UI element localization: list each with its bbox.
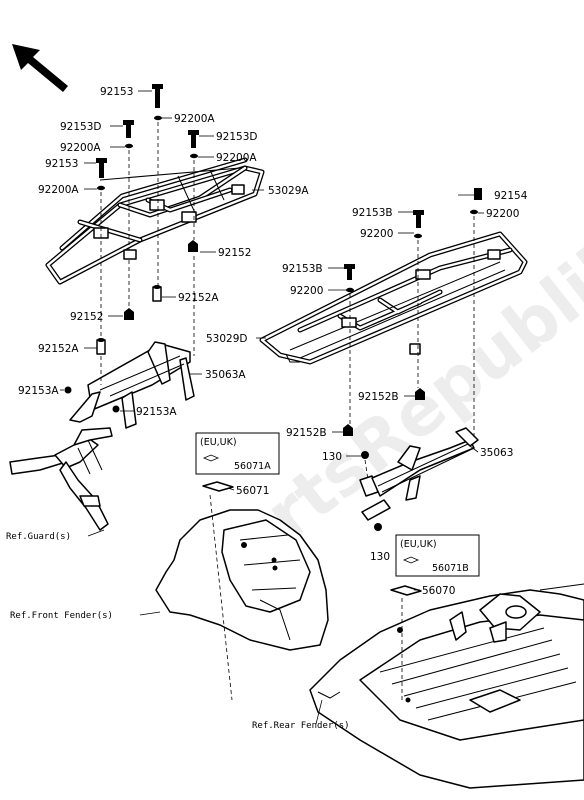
collar-92152B-2 bbox=[343, 424, 353, 436]
part-label-92152-left: 92152 bbox=[70, 311, 103, 323]
part-label-92152B-2: 92152B bbox=[286, 427, 327, 439]
bolt-92153B-1 bbox=[413, 210, 424, 228]
washer-92200A-2 bbox=[125, 143, 133, 149]
collar-92152B-1 bbox=[415, 388, 425, 400]
front-fender bbox=[155, 509, 329, 651]
part-label-92200A-3: 92200A bbox=[216, 152, 257, 164]
box-left-region: (EU,UK) bbox=[200, 437, 237, 448]
part-label-92200A-1: 92200A bbox=[174, 113, 215, 125]
washer-92200A-1 bbox=[154, 115, 162, 121]
arrow-front-left-icon bbox=[12, 44, 68, 92]
part-label-35063A: 35063A bbox=[205, 369, 246, 381]
bolt-92153D-right bbox=[188, 130, 199, 148]
part-label-53029D: 53029D bbox=[206, 333, 248, 345]
part-label-92200-r3: 92200 bbox=[290, 285, 323, 297]
guard-left bbox=[9, 427, 113, 531]
washer-92200-r3 bbox=[346, 287, 354, 293]
box-right-region: (EU,UK) bbox=[400, 539, 437, 550]
label-56070 bbox=[390, 585, 422, 596]
part-label-92153A-right: 92153A bbox=[136, 406, 177, 418]
part-label-92153-top: 92153 bbox=[100, 86, 133, 98]
ref-rear-fender: Ref.Rear Fender(s) bbox=[252, 721, 350, 731]
bracket-35063A bbox=[69, 341, 195, 429]
part-label-92153-mid: 92153 bbox=[45, 158, 78, 170]
label-tag-icon bbox=[402, 556, 420, 564]
bolt-92153-top bbox=[152, 84, 163, 108]
part-label-92200-r1: 92200 bbox=[486, 208, 519, 220]
part-label-92152A-right: 92152A bbox=[178, 292, 219, 304]
part-label-130-2: 130 bbox=[370, 551, 390, 563]
part-label-53029A: 53029A bbox=[268, 185, 309, 197]
rear-fender bbox=[309, 583, 584, 789]
collar-92152-right bbox=[188, 240, 198, 252]
bolt-92153-mid bbox=[96, 158, 107, 178]
variant-box-right: (EU,UK) 56071B bbox=[395, 534, 480, 577]
washer-92200A-4 bbox=[97, 185, 105, 191]
bolt-130-2 bbox=[374, 523, 382, 531]
part-label-92153B-2: 92153B bbox=[282, 263, 323, 275]
variant-box-left: (EU,UK) 56071A bbox=[195, 432, 280, 475]
part-label-92152B-1: 92152B bbox=[358, 391, 399, 403]
part-label-92154: 92154 bbox=[494, 190, 528, 202]
part-label-92200A-2: 92200A bbox=[60, 142, 101, 154]
dashed-alignment-lines bbox=[100, 122, 475, 701]
bolt-92153A-left bbox=[64, 386, 72, 394]
part-label-92153A-left: 92153A bbox=[18, 385, 59, 397]
part-label-56070: 56070 bbox=[422, 585, 455, 597]
bolt-92154 bbox=[474, 188, 482, 200]
bolt-92153D-left bbox=[123, 120, 134, 138]
box-left-part: 56071A bbox=[234, 461, 271, 472]
part-label-92153D-right: 92153D bbox=[216, 131, 258, 143]
rear-carrier-53029D bbox=[259, 231, 528, 365]
washer-92200A-3 bbox=[190, 153, 198, 159]
part-label-92152-right: 92152 bbox=[218, 247, 251, 259]
ref-front-fender: Ref.Front Fender(s) bbox=[10, 611, 113, 621]
collar-92152A-left bbox=[96, 338, 106, 355]
bracket-35063 bbox=[359, 427, 479, 521]
ref-guards: Ref.Guard(s) bbox=[6, 532, 71, 542]
bolt-92153B-2 bbox=[344, 264, 355, 280]
part-label-92153B-1: 92153B bbox=[352, 207, 393, 219]
leader-lines bbox=[60, 90, 484, 725]
part-label-130-1: 130 bbox=[322, 451, 342, 463]
bolt-130-1 bbox=[361, 451, 369, 459]
part-label-92200A-4: 92200A bbox=[38, 184, 79, 196]
part-label-35063: 35063 bbox=[480, 447, 513, 459]
washer-92200-r2 bbox=[414, 233, 422, 239]
part-label-92200-r2: 92200 bbox=[360, 228, 393, 240]
front-carrier-53029A bbox=[45, 157, 265, 285]
bolt-92153A-right bbox=[112, 405, 120, 413]
part-label-56071: 56071 bbox=[236, 485, 269, 497]
washer-92200-r1 bbox=[470, 209, 478, 215]
collar-92152A-right bbox=[152, 285, 162, 302]
label-tag-icon bbox=[202, 454, 220, 462]
part-label-92153D-left: 92153D bbox=[60, 121, 102, 133]
part-label-92152A-left: 92152A bbox=[38, 343, 79, 355]
collar-92152-left bbox=[124, 308, 134, 320]
label-56071 bbox=[202, 481, 234, 492]
box-right-part: 56071B bbox=[432, 563, 469, 574]
